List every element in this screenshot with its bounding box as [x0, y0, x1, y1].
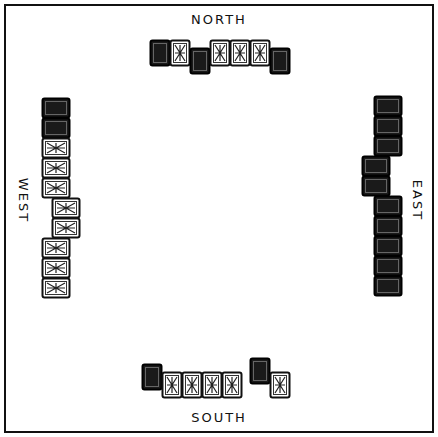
- direction-label: SOUTH: [191, 411, 247, 424]
- direction-label: EAST: [412, 179, 425, 220]
- direction-label: NORTH: [191, 13, 247, 26]
- direction-label: WEST: [17, 177, 30, 222]
